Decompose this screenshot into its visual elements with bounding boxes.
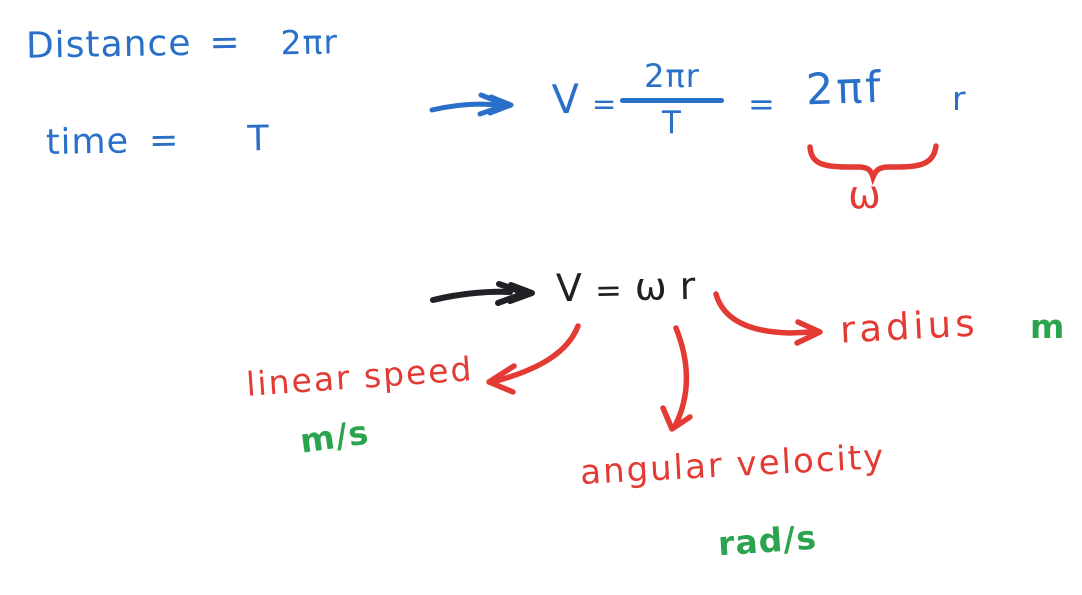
blue-right-arrow-icon <box>429 92 514 117</box>
arrow-to-radius <box>713 291 823 346</box>
omega-brace-label: ω <box>847 172 883 219</box>
fraction-denominator: T <box>662 105 682 141</box>
radius-annotation-unit: m <box>1030 307 1066 346</box>
speed-formula-lhs: V <box>551 76 582 124</box>
compact-radius: r <box>679 263 697 309</box>
compact-formula: V = ω r <box>555 263 697 311</box>
distance-definition: Distance = 2πr <box>25 21 339 67</box>
angular-velocity-unit: rad/s <box>716 517 819 564</box>
compact-equals: = <box>594 271 624 310</box>
frequency-term: 2πf <box>805 62 885 116</box>
linear-speed-label: linear speed <box>244 349 475 404</box>
arrow-to-angular-velocity <box>660 325 693 432</box>
distance-value: 2πr <box>280 22 339 63</box>
speed-formula-equals-2: = <box>748 85 776 123</box>
speed-formula-equals-1: = <box>592 87 618 121</box>
fraction-2pir-over-T: 2πr T <box>620 60 724 139</box>
radius-annotation-label: radius <box>838 301 980 352</box>
fraction-bar <box>620 98 724 103</box>
time-definition: time = T <box>45 119 271 163</box>
linear-speed-unit: m/s <box>297 412 372 461</box>
radius-term: r <box>952 79 967 118</box>
angular-velocity-label: angular velocity <box>579 437 887 493</box>
compact-lhs: V <box>555 265 584 311</box>
time-label: time <box>45 121 130 163</box>
distance-equals: = <box>209 21 241 64</box>
time-equals: = <box>148 120 180 162</box>
black-right-arrow-icon <box>430 281 535 306</box>
arrow-to-linear-speed <box>486 323 581 395</box>
distance-label: Distance <box>25 22 192 67</box>
time-value: T <box>247 119 271 160</box>
fraction-numerator: 2πr <box>644 57 700 95</box>
compact-omega: ω <box>634 264 669 309</box>
